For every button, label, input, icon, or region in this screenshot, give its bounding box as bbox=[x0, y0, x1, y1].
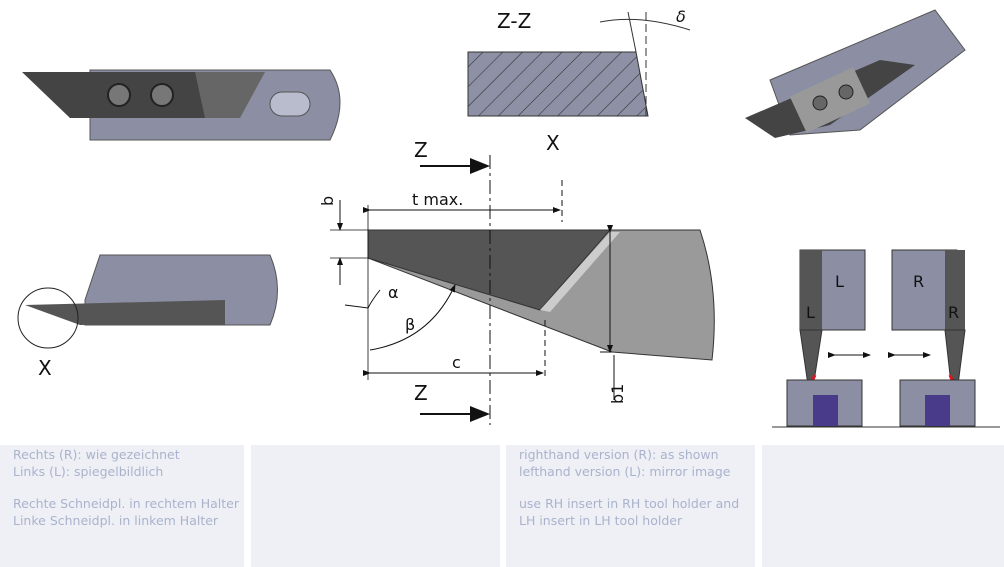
text-de-1: Rechts (R): wie gezeichnet bbox=[13, 447, 180, 462]
insert-right-label: R bbox=[948, 303, 959, 322]
z-label-bottom: Z bbox=[414, 381, 428, 405]
alpha-label: α bbox=[388, 283, 399, 302]
text-de-2: Links (L): spiegelbildlich bbox=[13, 463, 164, 479]
holder-side-view: X bbox=[17, 254, 278, 380]
text-de-4: Linke Schneidpl. in linkem Halter bbox=[13, 512, 219, 528]
c-label: c bbox=[452, 353, 461, 372]
x-label-left: X bbox=[38, 356, 52, 380]
holder-right-label: R bbox=[913, 272, 924, 291]
section-z-z: Z-Z δ X bbox=[467, 7, 691, 155]
panel-empty-2 bbox=[762, 445, 1004, 567]
b-label: b bbox=[318, 196, 337, 206]
t-max-label: t max. bbox=[412, 190, 463, 209]
technical-drawing: Z-Z δ X X Z Z t max. bbox=[17, 7, 1000, 428]
text-en-1: righthand version (R): as shown bbox=[519, 447, 719, 462]
screw-icon bbox=[150, 83, 174, 107]
holder-iso-view bbox=[745, 9, 966, 138]
insert-main-view: Z Z t max. b α β c b1 bbox=[318, 138, 715, 425]
text-en-3: use RH insert in RH tool holder and bbox=[519, 496, 740, 511]
beta-label: β bbox=[405, 315, 415, 334]
panel-english: righthand version (R): as shown lefthand… bbox=[506, 445, 755, 567]
delta-label: δ bbox=[676, 7, 686, 26]
holder-top-view bbox=[22, 69, 341, 141]
insert-left-label: L bbox=[806, 303, 815, 322]
panel-empty-1 bbox=[251, 445, 500, 567]
x-label-top: X bbox=[546, 131, 560, 155]
b1-label: b1 bbox=[608, 384, 627, 404]
text-en-2: lefthand version (L): mirror image bbox=[519, 463, 731, 479]
text-de-3: Rechte Schneidpl. in rechtem Halter bbox=[13, 496, 240, 511]
holder-left-label: L bbox=[835, 272, 844, 291]
panel-german: Rechts (R): wie gezeichnet Links (L): sp… bbox=[0, 445, 244, 567]
z-label-top: Z bbox=[414, 138, 428, 162]
screw-icon bbox=[107, 83, 131, 107]
holder-usage-view: L L R R bbox=[772, 249, 1000, 428]
text-en-4: LH insert in LH tool holder bbox=[519, 512, 683, 528]
section-label: Z-Z bbox=[497, 9, 531, 33]
